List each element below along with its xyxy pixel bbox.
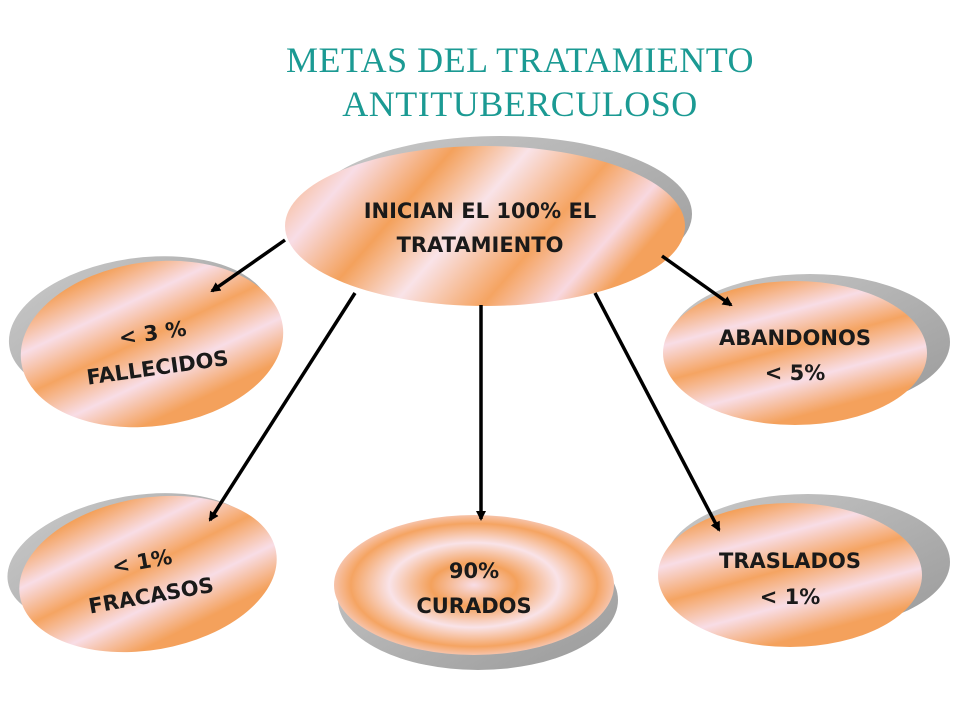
node-curados: 90% CURADOS — [334, 515, 618, 670]
diagram-title: METAS DEL TRATAMIENTO ANTITUBERCULOSO — [190, 38, 850, 126]
arrow-to-fracasos — [208, 292, 357, 522]
node-fallecidos: < 3 % FALLECIDOS — [8, 256, 284, 428]
node-curados-shape — [334, 515, 614, 655]
arrow-to-abandonos — [660, 254, 733, 307]
node-fracasos: < 1% FRACASOS — [7, 493, 277, 653]
node-fracasos-shape — [19, 495, 277, 653]
title-line-1: METAS DEL TRATAMIENTO — [285, 40, 755, 80]
node-center-shape — [285, 146, 685, 306]
connectors — [208, 238, 733, 532]
arrow-to-traslados — [593, 292, 721, 532]
node-curados-line-2: CURADOS — [416, 594, 531, 618]
title-line-2: ANTITUBERCULOSO — [342, 84, 698, 124]
node-traslados-line-2: < 1% — [760, 585, 821, 609]
node-abandonos-line-2: < 5% — [765, 361, 826, 385]
node-traslados-shape — [658, 503, 922, 647]
node-center-line-2: TRATAMIENTO — [397, 233, 564, 257]
node-traslados-line-1: TRASLADOS — [719, 549, 861, 573]
node-abandonos: ABANDONOS < 5% — [663, 274, 950, 425]
node-center: INICIAN EL 100% EL TRATAMIENTO — [285, 136, 692, 306]
node-curados-line-1: 90% — [449, 559, 499, 583]
arrow-to-fallecidos — [210, 238, 287, 293]
node-fallecidos-shape — [20, 260, 284, 428]
node-traslados: TRASLADOS < 1% — [658, 494, 950, 647]
node-center-line-1: INICIAN EL 100% EL — [364, 199, 597, 223]
node-abandonos-line-1: ABANDONOS — [719, 326, 871, 350]
node-abandonos-shape — [663, 281, 927, 425]
